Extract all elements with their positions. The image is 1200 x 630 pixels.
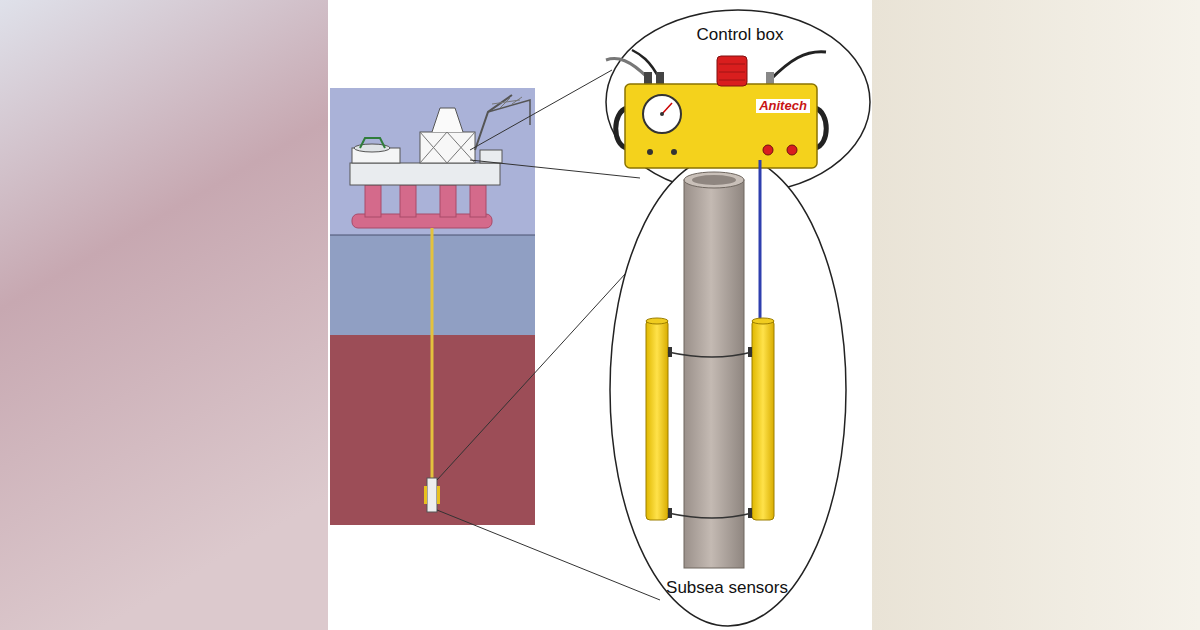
callout-title: Subsea sensors [666,578,788,598]
callout-ellipse [610,154,846,626]
left-panel [0,0,328,630]
riser [431,228,434,480]
leader-line [470,70,612,150]
subsea-sensors [646,160,774,568]
leader-line [470,160,640,178]
control-box [606,50,826,168]
leader-line [437,262,636,480]
brand-logo: Anitech [756,99,810,114]
leader-line [437,510,660,600]
callout-ellipse [606,10,870,194]
sensor-assembly-small [424,478,440,512]
callout-title: Control box [697,25,784,45]
semi-submersible-platform [350,95,530,228]
sky [330,88,535,235]
center-panel [328,0,872,630]
right-panel [872,0,1200,630]
